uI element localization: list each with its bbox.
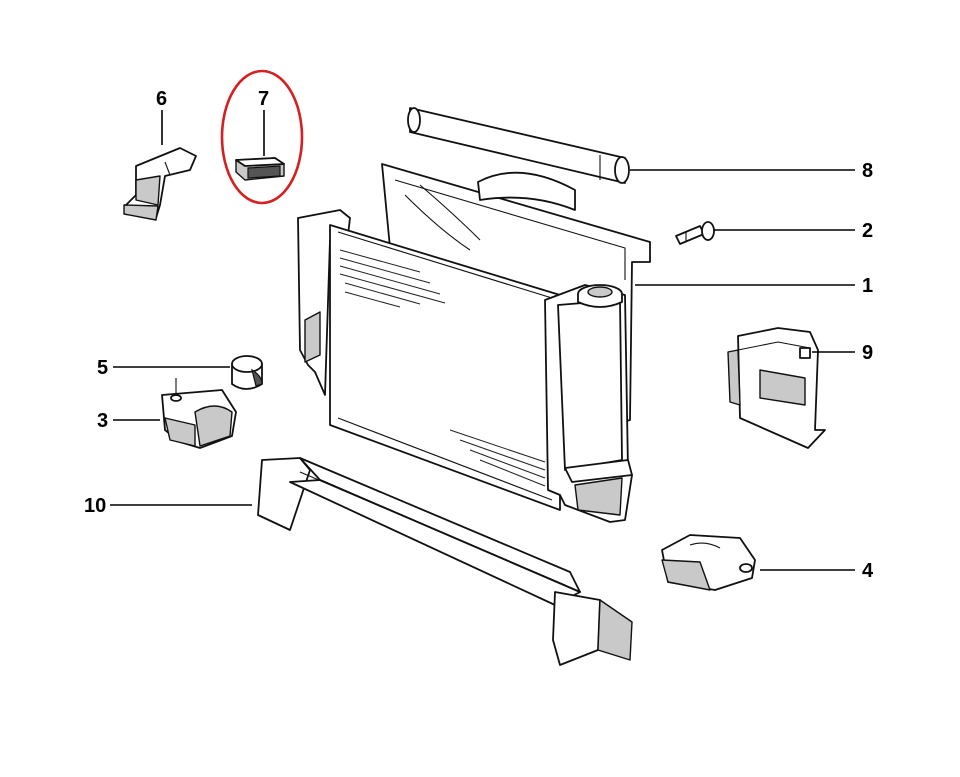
callout-9: 9 bbox=[862, 342, 873, 364]
callout-8: 8 bbox=[862, 160, 873, 182]
part-9-side-bracket[interactable] bbox=[727, 327, 826, 449]
part-3-mount-bracket[interactable] bbox=[161, 378, 237, 449]
part-7-clip[interactable] bbox=[235, 157, 285, 181]
callout-5: 5 bbox=[97, 357, 108, 379]
callout-3: 3 bbox=[97, 410, 108, 432]
callout-6: 6 bbox=[156, 88, 167, 110]
part-8-seal-strip[interactable] bbox=[407, 107, 630, 184]
callout-1: 1 bbox=[862, 275, 873, 297]
callout-2: 2 bbox=[862, 220, 873, 242]
part-5-rubber-mount[interactable] bbox=[231, 355, 263, 390]
highlight-ring bbox=[220, 69, 304, 205]
part-2-clip-pin[interactable] bbox=[675, 221, 715, 245]
part-10-cross-member[interactable] bbox=[257, 457, 633, 666]
leader-lines bbox=[110, 110, 855, 571]
callout-labels: 1 2 3 4 5 6 7 8 9 10 bbox=[84, 88, 874, 582]
callout-7: 7 bbox=[258, 88, 269, 110]
part-1-radiator[interactable] bbox=[297, 209, 633, 523]
part-6-upper-clip[interactable] bbox=[123, 147, 197, 221]
part-4-mount-bracket[interactable] bbox=[661, 534, 756, 591]
callout-10: 10 bbox=[84, 495, 106, 517]
callout-4: 4 bbox=[862, 560, 874, 582]
